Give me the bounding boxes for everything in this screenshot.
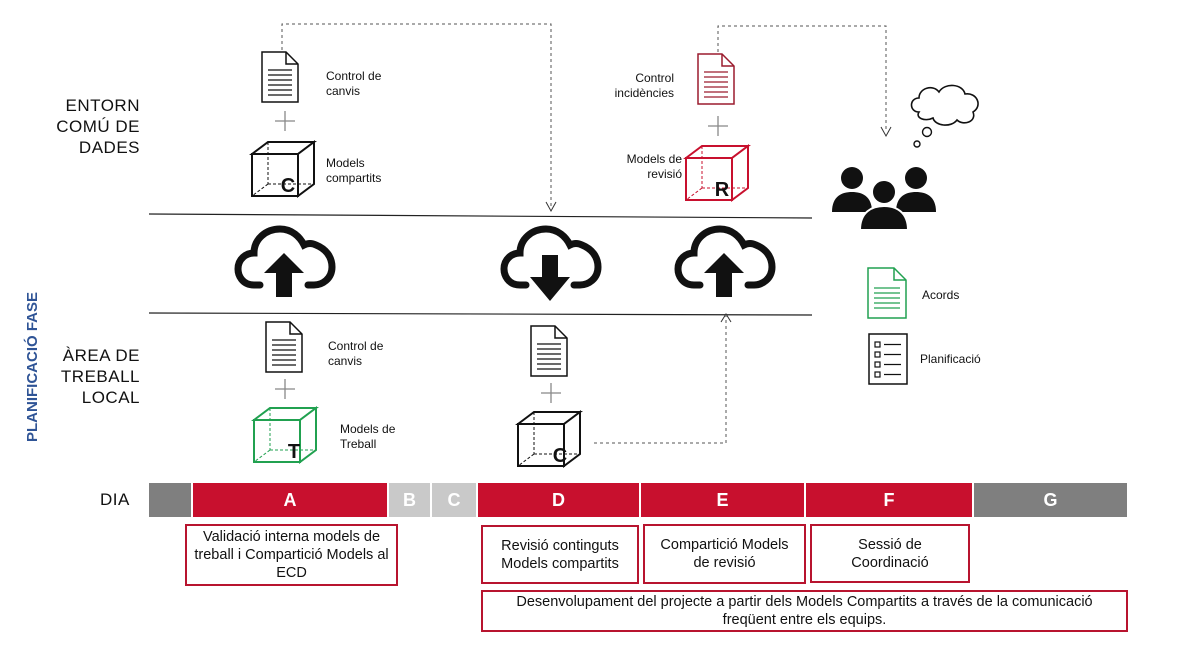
checklist-icon bbox=[868, 333, 908, 385]
dia-label: DIA bbox=[100, 490, 130, 509]
note-a: Validació interna models de treball i Co… bbox=[185, 524, 398, 586]
document-icon bbox=[261, 51, 299, 103]
dashed-connector-upload bbox=[594, 316, 727, 444]
legend-planificacio-label: Planificació bbox=[920, 352, 981, 366]
timeline-segment-b: B bbox=[389, 483, 430, 517]
incident-document-icon bbox=[697, 53, 735, 105]
agreements-document-icon bbox=[867, 267, 907, 319]
plus-icon bbox=[708, 116, 728, 136]
cloud-download-icon bbox=[500, 225, 602, 301]
cloud-upload-icon bbox=[674, 225, 776, 297]
plus-icon bbox=[541, 383, 561, 403]
cube-icon-models-compartits-local: C bbox=[515, 410, 583, 468]
cube-letter: C bbox=[281, 175, 295, 197]
local-control-canvis-label: Control de canvis bbox=[328, 339, 384, 368]
arrowhead-upload bbox=[720, 313, 732, 323]
thought-cloud-icon bbox=[910, 84, 979, 148]
cloud-upload-icon bbox=[234, 225, 336, 297]
cube-icon-models-treball: T bbox=[251, 406, 319, 464]
ecd-models-compartits-label: Models compartits bbox=[326, 156, 382, 185]
cube-icon-models-compartits: C bbox=[249, 140, 317, 198]
arrowhead-team bbox=[880, 126, 892, 138]
dashed-connector-download bbox=[281, 23, 552, 208]
cube-letter: C bbox=[553, 445, 567, 467]
timeline-segment-a: A bbox=[193, 483, 387, 517]
note-d: Revisió continguts Models compartits bbox=[481, 525, 639, 584]
team-icon bbox=[832, 167, 936, 231]
ecd-control-incidencies-label: Control incidències bbox=[614, 71, 674, 100]
timeline-segment-d: D bbox=[478, 483, 639, 517]
legend-acords-label: Acords bbox=[922, 288, 960, 302]
timeline-segment-c: C bbox=[432, 483, 476, 517]
ecd-divider-line bbox=[148, 213, 813, 219]
plus-icon bbox=[275, 379, 295, 399]
timeline-segment-g: G bbox=[974, 483, 1127, 517]
note-bottom: Desenvolupament del projecte a partir de… bbox=[481, 590, 1128, 632]
note-e: Compartició Models de revisió bbox=[643, 524, 806, 584]
ecd-models-revisio-label: Models de revisió bbox=[626, 152, 682, 181]
section-label-ecd: ENTORN COMÚ DE DADES bbox=[56, 96, 140, 157]
document-icon bbox=[530, 325, 568, 377]
timeline-segment-f: F bbox=[806, 483, 972, 517]
plus-icon bbox=[275, 111, 295, 131]
document-icon bbox=[265, 321, 303, 373]
arrowhead-download bbox=[545, 201, 557, 213]
timeline-segment-start bbox=[149, 483, 191, 517]
cube-icon-models-revisio: R bbox=[683, 144, 751, 202]
ecd-control-canvis-label: Control de canvis bbox=[326, 69, 382, 98]
local-divider-line bbox=[148, 312, 813, 316]
dashed-connector-team bbox=[717, 25, 887, 132]
timeline-segment-e: E bbox=[641, 483, 804, 517]
section-label-local: ÀREA DE TREBALL LOCAL bbox=[60, 346, 140, 407]
cube-letter: T bbox=[288, 441, 300, 463]
cube-letter: R bbox=[715, 179, 730, 201]
local-models-treball-label: Models de Treball bbox=[340, 422, 396, 451]
note-f: Sessió de Coordinació bbox=[810, 524, 970, 583]
